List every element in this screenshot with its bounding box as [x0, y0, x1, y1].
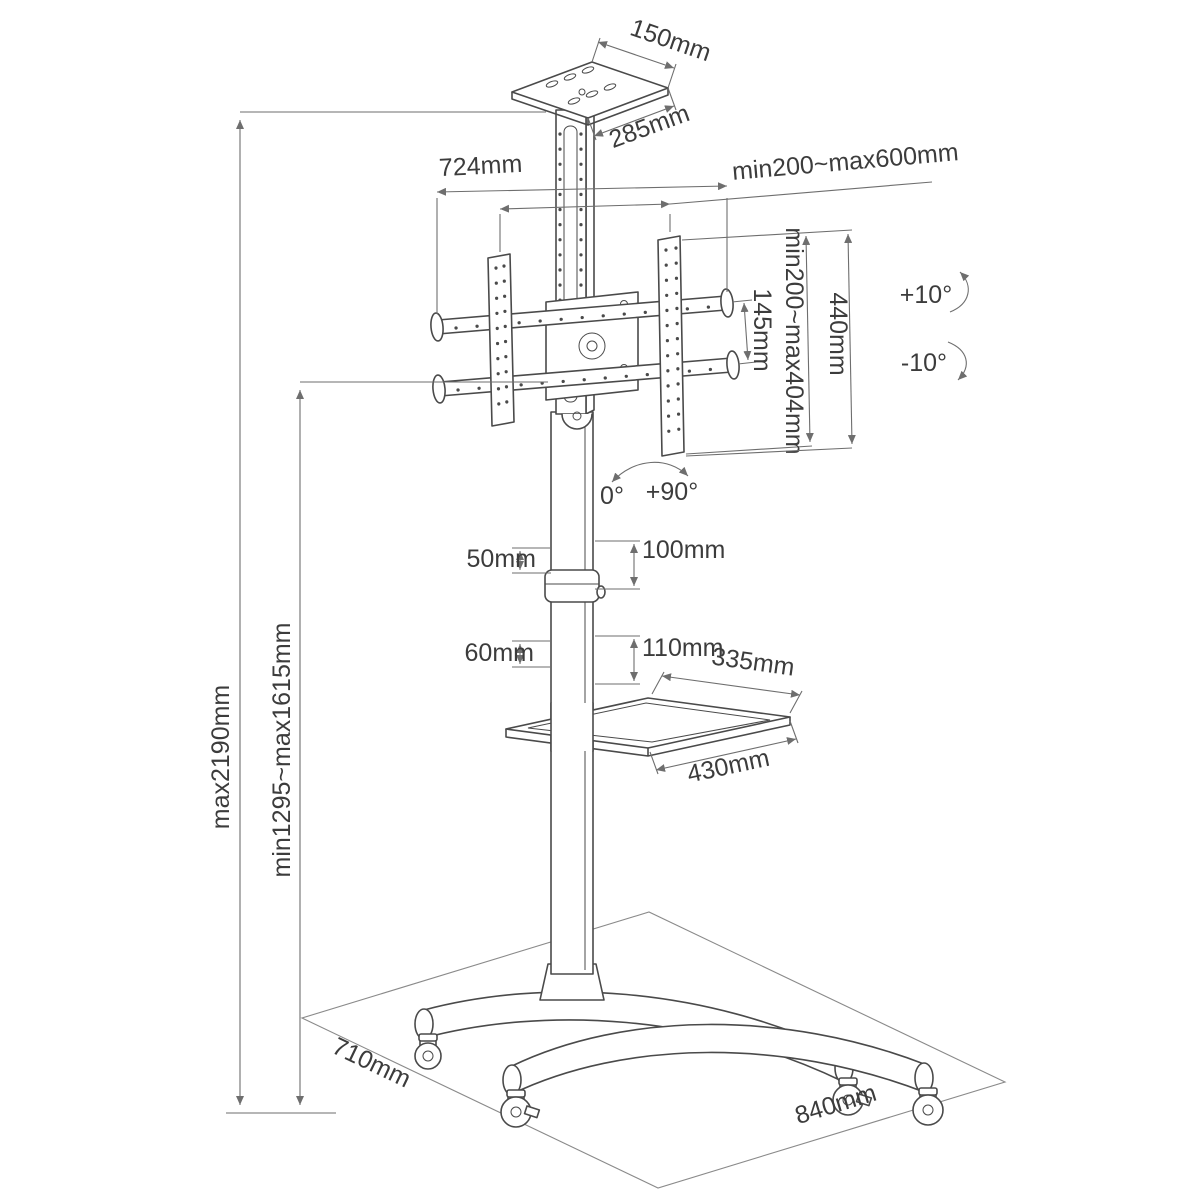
tilt-pivot-housing [561, 413, 593, 430]
pole-collar [544, 569, 606, 603]
tilt-down-label: -10° [901, 349, 947, 377]
center-pole [550, 411, 594, 975]
brake-pedal [523, 1105, 541, 1119]
media-shelf [505, 697, 791, 757]
caster-back-left [414, 1033, 442, 1070]
wheel [414, 1042, 442, 1070]
right-vesa-rail [657, 235, 685, 457]
swivel-arrow [611, 461, 689, 483]
dim-label-pole-upper-left: 50mm [467, 545, 536, 573]
pivot-hole [578, 332, 606, 360]
caster-back-right [912, 1087, 944, 1126]
dim-label-bracket-width: 724mm [438, 150, 523, 182]
dim-label-column-height: min1295~max1615mm [268, 623, 296, 878]
tilt-up-arrow [949, 271, 970, 313]
bar-end-cap [720, 288, 734, 318]
dim-label-vesa-height: min200~max404mm [780, 227, 808, 454]
caster-front-left [500, 1089, 541, 1128]
swivel-min-label: 0° [600, 482, 624, 510]
caster-front-right [832, 1077, 873, 1116]
floor-plane [300, 911, 1007, 1189]
dim-label-bracket-height: 440mm [824, 292, 852, 375]
swivel-max-label: +90° [646, 478, 698, 506]
dim-label-pole-upper-right: 100mm [642, 536, 725, 564]
brake-pedal [855, 1093, 873, 1107]
dim-label-base-depth: 710mm [328, 1032, 415, 1093]
dim-label-shelf-depth: 335mm [710, 642, 796, 681]
collar-knob [596, 585, 606, 599]
dim-label-pole-lower-left: 60mm [465, 639, 534, 667]
dim-label-pole-lower-right: 110mm [642, 634, 724, 662]
left-vesa-rail [487, 253, 515, 427]
base-frame [414, 991, 934, 1096]
wheel [912, 1094, 944, 1126]
dim-label-total-height: max2190mm [207, 685, 235, 830]
tilt-up-label: +10° [900, 281, 952, 309]
dim-label-vesa-width: min200~max600mm [731, 138, 960, 186]
tilt-down-arrow [947, 341, 968, 381]
dim-label-crossbar-spacing: 145mm [748, 288, 776, 371]
dim-label-top-plate-depth: 150mm [627, 14, 715, 68]
dim-label-shelf-width: 430mm [685, 744, 772, 789]
cable-slot [563, 125, 578, 403]
dim-label-base-width: 840mm [792, 1079, 880, 1130]
bar-end-cap [726, 350, 740, 380]
bar-end-cap [432, 374, 446, 404]
bar-end-cap [430, 312, 444, 342]
